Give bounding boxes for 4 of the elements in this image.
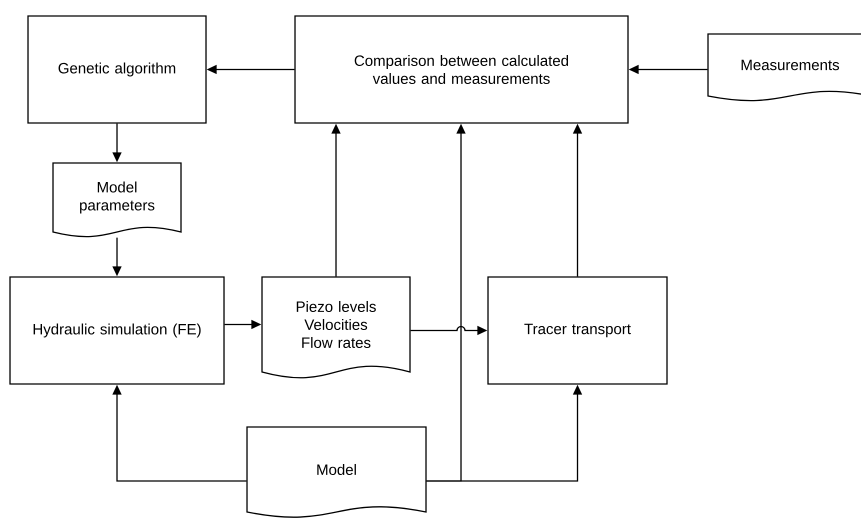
process-box: Tracer transport xyxy=(487,276,668,385)
process-box: Comparison between calculated values and measurements xyxy=(294,15,629,124)
process-box: Genetic algorithm xyxy=(27,15,207,124)
process-box: Hydraulic simulation (FE) xyxy=(9,276,225,385)
